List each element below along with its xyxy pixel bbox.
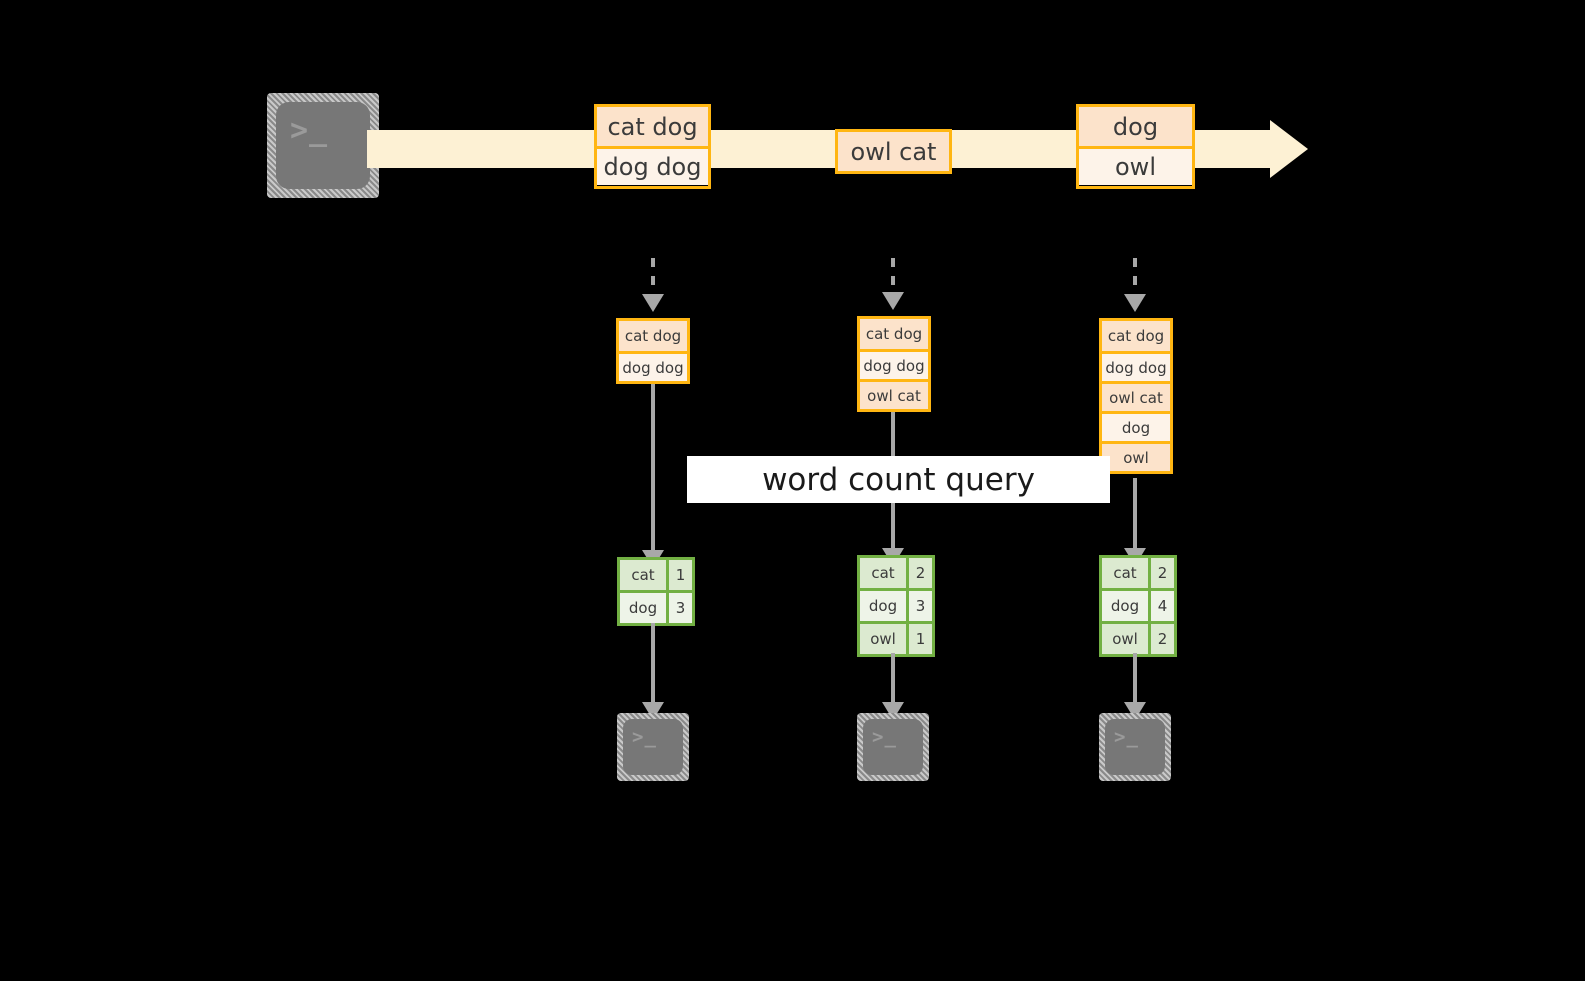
dashed-input-arrow-icon [891, 258, 895, 298]
stream-record-line: owl [1079, 146, 1192, 185]
dashed-input-arrow-icon [1133, 258, 1137, 300]
result-count: 2 [906, 558, 932, 588]
dashed-input-arrowhead-icon [642, 294, 664, 312]
result-count: 2 [1148, 624, 1174, 654]
dashed-input-arrowhead-icon [882, 292, 904, 310]
stream-record-line: cat dog [597, 107, 708, 146]
query-label-banner: word count query [687, 456, 1110, 503]
result-count: 1 [666, 560, 692, 590]
result-word: owl [860, 624, 906, 654]
result-count: 4 [1148, 591, 1174, 621]
sink-terminal-icon: >_ [857, 713, 929, 781]
stream-arrowhead-icon [1270, 120, 1308, 178]
dashed-input-arrowhead-icon [1124, 294, 1146, 312]
table-row: dog 3 [860, 588, 932, 621]
sink-terminal-icon: >_ [1099, 713, 1171, 781]
terminal-prompt-glyph: >_ [632, 726, 657, 748]
stream-record-group: owl cat [835, 129, 952, 174]
query-arrow-icon [1133, 478, 1137, 554]
word-count-result-table: cat 1 dog 3 [617, 557, 695, 626]
table-row: owl 1 [860, 621, 932, 654]
stream-record-line: dog [1079, 107, 1192, 146]
result-word: cat [1102, 558, 1148, 588]
table-row: owl 2 [1102, 621, 1174, 654]
stream-record-group: cat dog dog dog [594, 104, 711, 189]
result-word: dog [1102, 591, 1148, 621]
stream-record-group: dog owl [1076, 104, 1195, 189]
output-arrow-icon [891, 653, 895, 708]
result-word: owl [1102, 624, 1148, 654]
result-word: dog [860, 591, 906, 621]
result-count: 3 [666, 593, 692, 623]
result-word: cat [620, 560, 666, 590]
terminal-prompt-glyph: >_ [872, 726, 897, 748]
result-word: dog [620, 593, 666, 623]
table-row: dog 3 [620, 590, 692, 623]
terminal-screen: >_ [276, 102, 370, 189]
result-count: 1 [906, 624, 932, 654]
accumulated-record-line: owl cat [860, 379, 928, 409]
accumulated-record-line: cat dog [860, 319, 928, 349]
accumulated-record-line: cat dog [619, 321, 687, 351]
table-row: cat 2 [1102, 558, 1174, 588]
accumulated-record-line: cat dog [1102, 321, 1170, 351]
source-terminal-icon: >_ [267, 93, 379, 198]
terminal-screen: >_ [1105, 719, 1165, 775]
terminal-screen: >_ [623, 719, 683, 775]
accumulated-records-stack: cat dog dog dog [616, 318, 690, 384]
stream-record-line: dog dog [597, 146, 708, 185]
table-row: cat 1 [620, 560, 692, 590]
accumulated-records-stack: cat dog dog dog owl cat dog owl [1099, 318, 1173, 474]
result-count: 2 [1148, 558, 1174, 588]
accumulated-record-line: owl [1102, 441, 1170, 471]
result-count: 3 [906, 591, 932, 621]
terminal-screen: >_ [863, 719, 923, 775]
result-word: cat [860, 558, 906, 588]
accumulated-records-stack: cat dog dog dog owl cat [857, 316, 931, 412]
output-arrow-icon [1133, 653, 1137, 708]
table-row: dog 4 [1102, 588, 1174, 621]
accumulated-record-line: dog dog [860, 349, 928, 379]
word-count-result-table: cat 2 dog 3 owl 1 [857, 555, 935, 657]
table-row: cat 2 [860, 558, 932, 588]
dashed-input-arrow-icon [651, 258, 655, 300]
output-arrow-icon [651, 623, 655, 708]
accumulated-record-line: dog [1102, 411, 1170, 441]
word-count-result-table: cat 2 dog 4 owl 2 [1099, 555, 1177, 657]
sink-terminal-icon: >_ [617, 713, 689, 781]
query-arrow-icon [651, 384, 655, 556]
accumulated-record-line: owl cat [1102, 381, 1170, 411]
terminal-prompt-glyph: >_ [1114, 726, 1139, 748]
accumulated-record-line: dog dog [619, 351, 687, 381]
query-label-text: word count query [762, 461, 1035, 498]
accumulated-record-line: dog dog [1102, 351, 1170, 381]
terminal-prompt-glyph: >_ [290, 113, 329, 148]
stream-record-line: owl cat [838, 132, 949, 171]
